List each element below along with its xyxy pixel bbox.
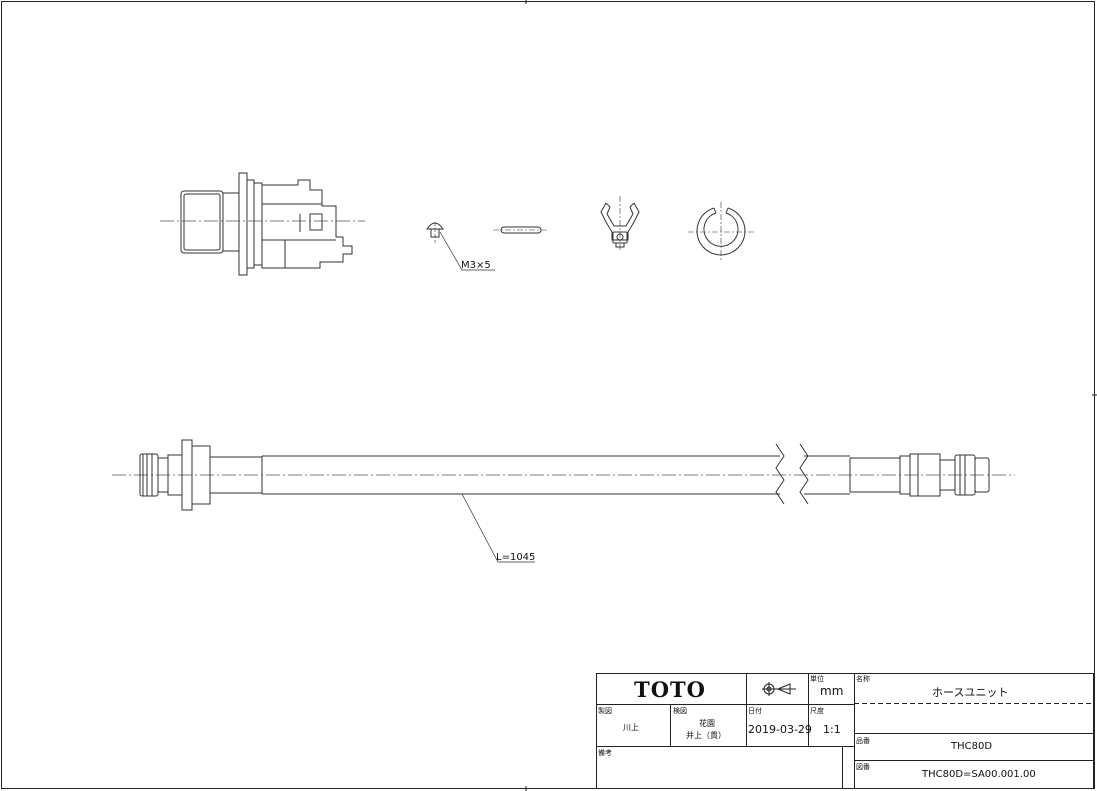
- c-ring-part: [688, 202, 754, 262]
- date-value: 2019-03-29: [748, 723, 812, 736]
- unit-value: mm: [820, 684, 844, 698]
- projection-symbol: [762, 682, 796, 696]
- drawn-value: 川上: [623, 723, 639, 732]
- checked-value-2: 井上（貴）: [686, 731, 726, 740]
- checked-value-1: 花園: [699, 719, 715, 728]
- screw-label: M3×5: [461, 260, 491, 271]
- date-label: 日付: [748, 707, 762, 715]
- unit-label: 単位: [810, 675, 824, 683]
- remarks-label: 備考: [598, 749, 612, 757]
- connector-part: [160, 172, 365, 276]
- hose-length-label: L=1045: [496, 552, 535, 563]
- u-clip-part: [600, 196, 640, 252]
- drawn-label: 製図: [598, 707, 612, 715]
- product-no-label: 品番: [856, 737, 870, 745]
- checked-label: 検図: [673, 707, 687, 715]
- scale-value: 1:1: [823, 723, 841, 736]
- screw-part: [426, 222, 495, 271]
- drawing-no-value: THC80D=SA00.001.00: [922, 769, 1036, 780]
- title-block: TOTO 単位 mm 名称 ホースユニット 製図 川上 検図 花園 井上（貴） …: [596, 673, 1093, 788]
- product-no-value: THC80D: [951, 741, 993, 752]
- scale-label: 尺度: [810, 707, 824, 715]
- name-value: ホースユニット: [932, 686, 1009, 699]
- title-block-grid: [596, 673, 1094, 789]
- toto-logo: TOTO: [634, 677, 706, 702]
- drawing-no-label: 図番: [856, 763, 870, 771]
- name-label: 名称: [856, 675, 870, 683]
- pin-part: [493, 226, 548, 234]
- hose-part: [112, 439, 1015, 563]
